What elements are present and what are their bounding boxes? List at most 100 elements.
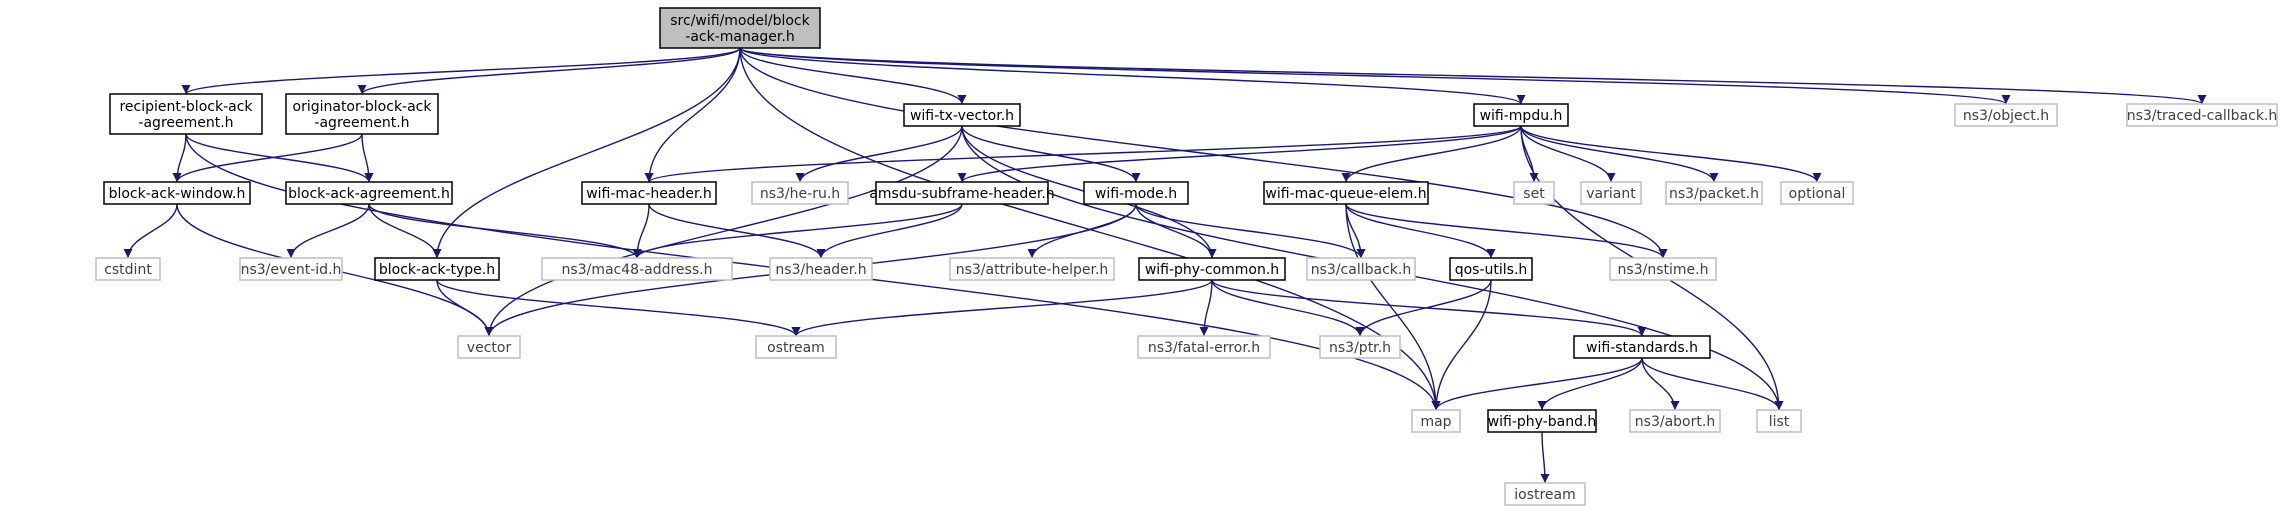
node-label: wifi-phy-band.h (1488, 414, 1597, 430)
edge-path (1520, 125, 1719, 183)
node-box (1449, 257, 1533, 281)
node-label: cstdint (104, 262, 152, 278)
edge-path (1345, 203, 1496, 259)
node-label: vector (467, 340, 512, 356)
node-box (1319, 335, 1401, 359)
edge-txv-to-heru (795, 125, 963, 183)
node-ws[interactable]: wifi-standards.h (1573, 335, 1711, 359)
edge-path (484, 125, 963, 337)
node-box (1504, 482, 1586, 506)
node-mqe[interactable]: wifi-mac-queue-elem.h (1263, 181, 1429, 205)
node-asf[interactable]: amsdu-subframe-header.h (869, 181, 1055, 205)
edge-txv-to-mode (961, 125, 1141, 183)
node-root[interactable]: src/wifi/model/block-ack-manager.h (659, 7, 821, 49)
edge-path (1540, 431, 1550, 484)
node-mode[interactable]: wifi-mode.h (1083, 181, 1189, 205)
node-label: originator-block-ack (293, 99, 433, 115)
node-label: iostream (1514, 487, 1576, 503)
edge-path (1431, 357, 1643, 411)
node-label: ns3/mac48-address.h (562, 262, 713, 278)
edge-ws-to-abort (1641, 357, 1680, 411)
edge-mqe-to-map (1345, 203, 1441, 411)
edge-wpc-to-ptr (1211, 279, 1365, 337)
node-rba[interactable]: recipient-block-ack-agreement.h (109, 93, 263, 135)
edge-path (1199, 279, 1213, 337)
edge-root-to-rba (181, 47, 741, 95)
node-label: wifi-phy-common.h (1145, 262, 1279, 278)
node-box (1263, 181, 1429, 205)
node-tcb: ns3/traced-callback.h (2126, 103, 2278, 127)
node-box (903, 103, 1021, 127)
node-optional: optional (1780, 181, 1854, 205)
node-attr: ns3/attribute-helper.h (949, 257, 1115, 281)
node-band[interactable]: wifi-phy-band.h (1487, 409, 1597, 433)
node-baa[interactable]: block-ack-agreement.h (285, 181, 453, 205)
node-box (1629, 409, 1721, 433)
edge-root-to-mpdu (739, 47, 1526, 105)
node-label: map (1420, 414, 1451, 430)
node-label: ns3/nstime.h (1618, 262, 1709, 278)
edge-root-to-txv (739, 47, 967, 105)
node-label: recipient-block-ack (119, 99, 253, 115)
edge-mode-to-wpc (1135, 203, 1217, 259)
node-label: ns3/abort.h (1635, 414, 1715, 430)
node-box (875, 181, 1049, 205)
edge-ws-to-list (1641, 357, 1784, 411)
edge-mode-to-callback (1135, 203, 1366, 259)
edge-path (739, 47, 2206, 105)
edge-path (739, 47, 2011, 105)
edge-wpc-to-ostream (791, 279, 1213, 337)
node-label: block-ack-type.h (379, 262, 495, 278)
edge-oba-to-baa (361, 133, 374, 183)
node-wmh[interactable]: wifi-mac-header.h (581, 181, 717, 205)
node-label: block-ack-agreement.h (288, 186, 450, 202)
edge-path (1345, 203, 1441, 411)
node-box (769, 257, 873, 281)
node-bat[interactable]: block-ack-type.h (374, 257, 500, 281)
node-box (1609, 257, 1717, 281)
node-box (1306, 257, 1416, 281)
edge-path (286, 203, 370, 259)
edge-mpdu-to-mqe (1341, 125, 1522, 183)
edge-root-to-tcb (739, 47, 2206, 105)
edge-bat-to-vector (436, 279, 494, 337)
edge-mqe-to-qos (1345, 203, 1496, 259)
edge-path (632, 203, 650, 259)
edge-bat-to-ostream (436, 279, 801, 337)
node-cstdint: cstdint (95, 257, 161, 281)
node-box (1580, 181, 1642, 205)
edge-path (1345, 203, 1668, 259)
node-ptr: ns3/ptr.h (1319, 335, 1401, 359)
node-qos[interactable]: qos-utils.h (1449, 257, 1533, 281)
node-mpdu[interactable]: wifi-mpdu.h (1473, 103, 1569, 127)
node-label: ns3/packet.h (1669, 186, 1759, 202)
node-label: wifi-tx-vector.h (910, 108, 1014, 124)
node-box (1411, 409, 1461, 433)
node-label: src/wifi/model/block (670, 13, 810, 29)
node-baw[interactable]: block-ack-window.h (103, 181, 251, 205)
edge-path (368, 203, 442, 259)
node-label: wifi-standards.h (1586, 340, 1698, 356)
edge-wpc-to-fatal (1199, 279, 1213, 337)
edge-path (1211, 279, 1647, 337)
node-box (1137, 335, 1271, 359)
node-label: -ack-manager.h (685, 29, 794, 45)
edge-path (1537, 357, 1643, 411)
edge-baa-to-bat (368, 203, 442, 259)
node-label: -agreement.h (314, 115, 409, 131)
edge-path (1341, 125, 1522, 183)
node-label: set (1523, 186, 1545, 202)
node-label: ostream (767, 340, 825, 356)
node-label: ns3/event-id.h (241, 262, 342, 278)
node-heru: ns3/he-ru.h (751, 181, 849, 205)
edge-path (795, 125, 963, 183)
edge-txv-to-vector (484, 125, 963, 337)
edge-path (961, 125, 1141, 183)
edge-path (185, 133, 374, 183)
node-oba[interactable]: originator-block-ack-agreement.h (285, 93, 439, 135)
node-txv[interactable]: wifi-tx-vector.h (903, 103, 1021, 127)
node-wpc[interactable]: wifi-phy-common.h (1138, 257, 1286, 281)
edge-path (1211, 279, 1365, 337)
node-box (374, 257, 500, 281)
node-map: map (1411, 409, 1461, 433)
